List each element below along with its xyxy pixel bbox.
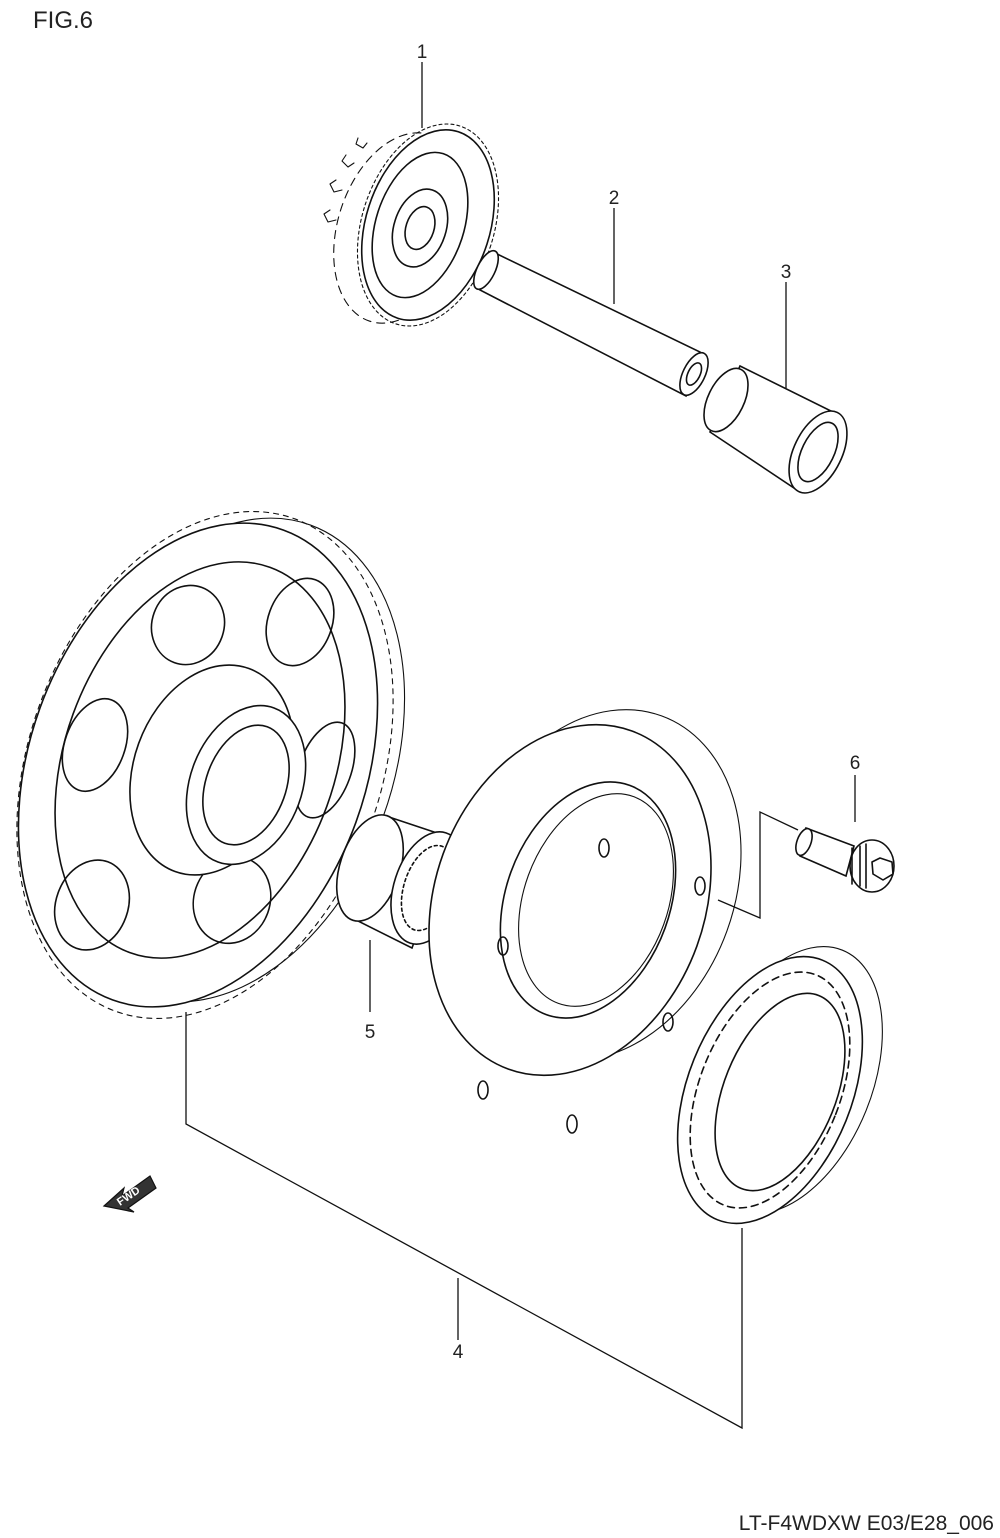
clutch-housing-icon [428,709,742,1134]
shaft-icon [472,249,709,398]
figure-title: FIG.6 [33,7,93,34]
part-label-4: 4 [453,1342,464,1363]
idle-gear-icon [323,123,500,327]
fwd-arrow-icon: FWD [102,1175,157,1213]
part-label-3: 3 [781,262,792,283]
part-label-2: 2 [609,188,620,209]
leader-line-6b [717,810,799,919]
bushing-icon [703,364,848,494]
part-label-1: 1 [417,42,428,63]
starter-clutch-gear-icon [16,510,406,1020]
leader-line-4-bracket [185,1012,743,1430]
footer-code: LT-F4WDXW E03/E28_006 [739,1512,994,1535]
part-label-6: 6 [850,753,861,774]
sprag-clutch-icon [676,946,883,1225]
part-label-5: 5 [365,1022,376,1043]
bolt-icon [795,826,895,893]
